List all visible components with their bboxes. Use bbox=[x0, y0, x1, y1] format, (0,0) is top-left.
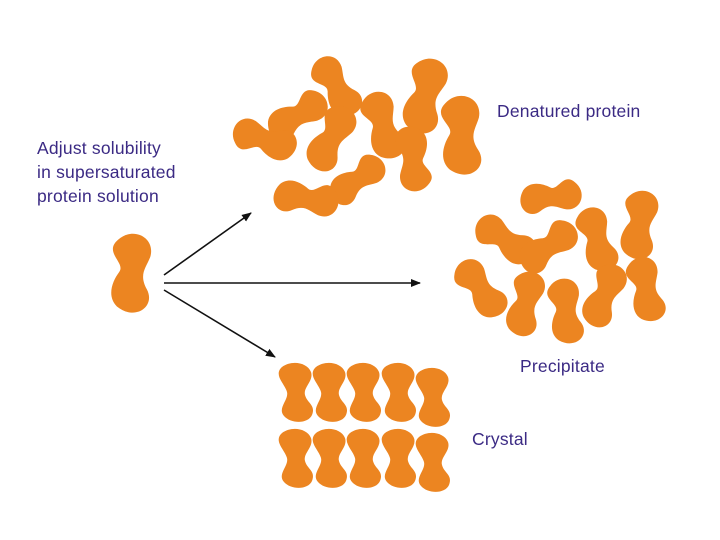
arrows bbox=[163, 212, 421, 358]
denatured-protein-label: Denatured protein bbox=[497, 101, 641, 121]
denatured-protein-cluster bbox=[228, 50, 485, 218]
intro-text: Adjust solubility in supersaturated prot… bbox=[37, 136, 176, 208]
crystal-lattice bbox=[278, 362, 451, 492]
arrow-to-denatured bbox=[163, 212, 252, 276]
source-protein bbox=[111, 233, 152, 313]
intro-line-2: in supersaturated bbox=[37, 162, 176, 182]
arrow-to-crystal bbox=[163, 289, 276, 358]
crystal-label: Crystal bbox=[472, 429, 528, 449]
precipitate-cluster bbox=[446, 176, 671, 347]
intro-line-1: Adjust solubility bbox=[37, 138, 162, 158]
precipitate-label: Precipitate bbox=[520, 356, 605, 376]
intro-line-3: protein solution bbox=[37, 186, 159, 206]
